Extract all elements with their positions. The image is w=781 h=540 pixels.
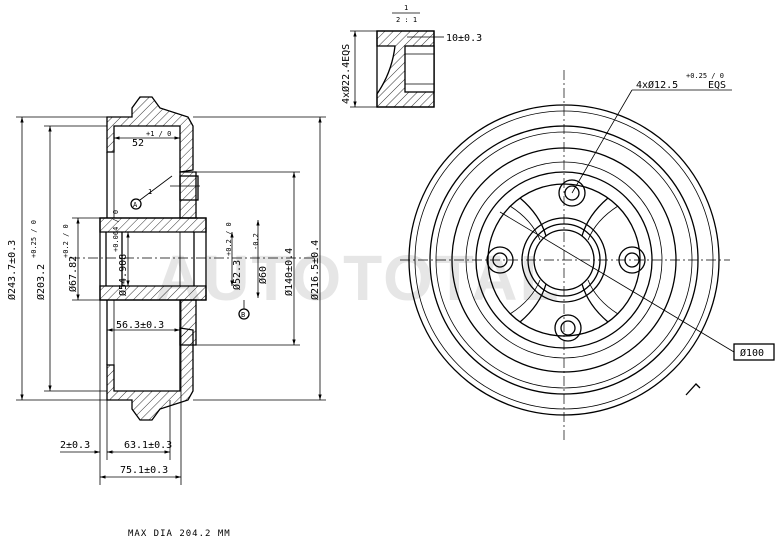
dim-2: 2±0.3 [60, 440, 90, 451]
ref-1: 1 [148, 188, 152, 196]
dim-52: 52 [132, 138, 144, 149]
bolt-holes-suffix: EQS [708, 80, 726, 91]
dim-203-tol: +0.25 / 0 [30, 220, 38, 258]
dim-63: 63.1±0.3 [124, 440, 172, 451]
dim-140: Ø140±0.4 [283, 248, 295, 296]
dim-54: Ø54.908 [117, 254, 129, 296]
dim-216: Ø216.5±0.4 [309, 240, 321, 300]
dim-203: Ø203.2 [35, 264, 47, 300]
marker-b: B [241, 311, 245, 319]
detail-scale-top: 1 [404, 4, 408, 12]
dim-243: Ø243.7±0.3 [6, 240, 18, 300]
dim-52-tol: +1 / 0 [146, 130, 171, 138]
bolt-holes-tol: +0.25 / 0 [686, 72, 724, 80]
dim-75: 75.1±0.3 [120, 465, 168, 476]
dim-60-tol: -0.2 [252, 233, 260, 250]
watermark-text: AUTOTOTAL [155, 242, 561, 314]
detail-scale-bottom: 2 : 1 [396, 16, 417, 24]
dim-52-3: Ø52.3 [231, 260, 243, 290]
ref-dia-100: Ø100 [740, 347, 764, 359]
dim-60: Ø60 [257, 266, 269, 284]
dim-56: 56.3±0.3 [116, 320, 164, 331]
dim-52-3-tol: +0.2 / 0 [225, 222, 233, 256]
bolt-holes-dim: 4xØ12.5 [636, 79, 678, 91]
marker-a: A [133, 201, 138, 209]
dim-54-tol: +0.064 / 0 [112, 210, 120, 252]
detail-depth-dim: 10±0.3 [446, 33, 482, 44]
max-dia-note: MAX DIA 204.2 MM [128, 529, 231, 539]
detail-view: 1 2 : 1 10±0.3 4xØ22.4EQS [340, 4, 482, 108]
detail-hole-dim: 4xØ22.4EQS [340, 44, 352, 104]
side-section-view: A 1 B 52 +1 / 0 56.3±0.3 Ø243.7±0.3 Ø203… [6, 96, 326, 485]
dim-67: Ø67.82 [67, 256, 79, 292]
dim-67-tol: +0.2 / 0 [62, 224, 70, 258]
front-view: 4xØ12.5 +0.25 / 0 EQS Ø100 [400, 70, 775, 440]
